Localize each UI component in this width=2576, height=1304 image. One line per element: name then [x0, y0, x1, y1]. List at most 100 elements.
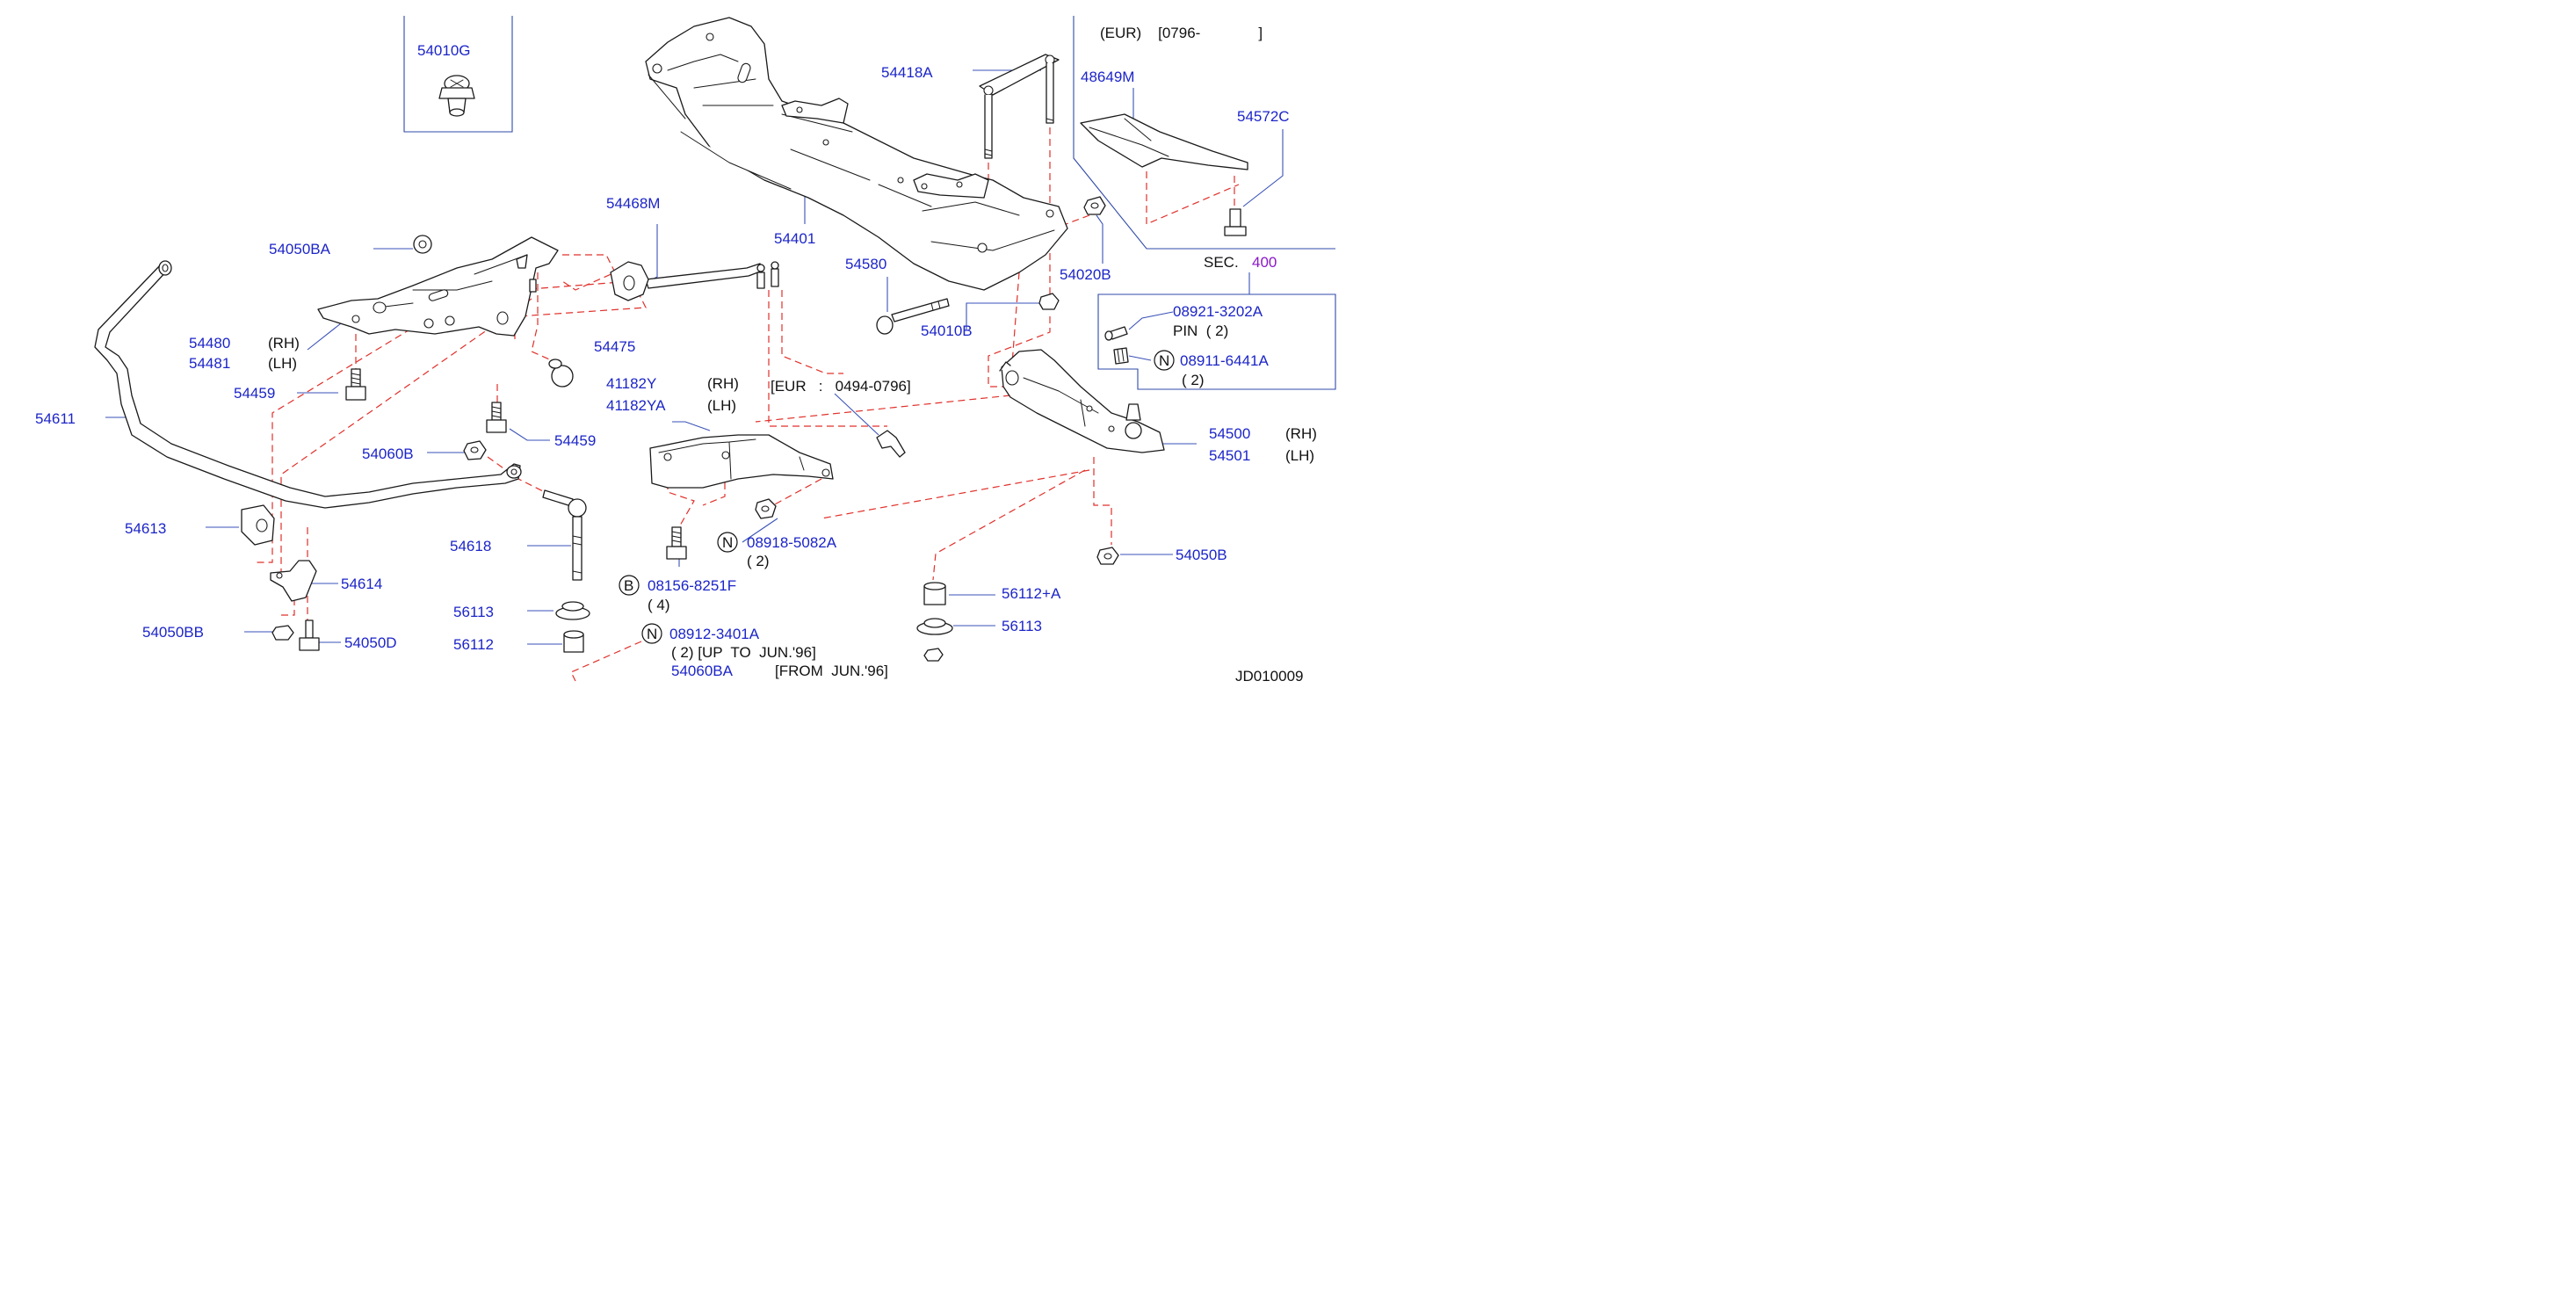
diagram-id: JD010009: [1235, 668, 1304, 685]
label-54468M[interactable]: 54468M: [606, 195, 660, 212]
label-54614[interactable]: 54614: [341, 576, 382, 592]
inset-frame-54010G: [403, 16, 513, 133]
note-from-jun96: [FROM JUN.'96]: [775, 663, 888, 679]
exploded-parts-diagram: N B N N 54010G (EUR) [0796- ] 54418A 486…: [35, 16, 1336, 685]
label-48649M[interactable]: 48649M: [1081, 69, 1134, 85]
marker-b-08156: B: [619, 575, 640, 596]
marker-n-letter: N: [647, 626, 657, 642]
note-qty-08156: ( 4): [648, 597, 670, 613]
stabilizer-bar-54611[interactable]: [94, 260, 522, 509]
link-sec-400[interactable]: 400: [1252, 254, 1277, 271]
label-54618[interactable]: 54618: [450, 538, 491, 554]
marker-b-letter: B: [624, 577, 633, 594]
marker-n-08918: N: [717, 532, 738, 553]
label-54060BA[interactable]: 54060BA: [671, 663, 734, 679]
rubber-56113-left[interactable]: [555, 601, 590, 620]
label-54481[interactable]: 54481: [189, 355, 230, 372]
nut-lower-right[interactable]: [923, 648, 944, 662]
stud-bracket-54418A[interactable]: [979, 54, 1060, 159]
label-54459-upper[interactable]: 54459: [234, 385, 275, 402]
label-54611[interactable]: 54611: [35, 410, 76, 427]
label-54580[interactable]: 54580: [845, 256, 886, 272]
clip-54010G[interactable]: [438, 75, 475, 117]
bracket-48649M[interactable]: [1080, 113, 1248, 170]
nut-54010B[interactable]: [1038, 293, 1060, 310]
nut-08911-6441A[interactable]: [1113, 347, 1129, 365]
note-qty-08912: ( 2) [UP TO JUN.'96]: [671, 644, 816, 661]
crossmember-54401[interactable]: [645, 17, 1068, 291]
bracket-54480-54481[interactable]: [317, 236, 559, 337]
marker-n-08911: N: [1154, 350, 1175, 371]
label-56113-right[interactable]: 56113: [1002, 618, 1042, 634]
clamp-54614[interactable]: [270, 560, 317, 602]
note-qty-08918: ( 2): [747, 553, 770, 569]
label-08918-5082A[interactable]: 08918-5082A: [747, 534, 837, 551]
nut-54050B[interactable]: [1096, 547, 1119, 565]
label-08921-3202A[interactable]: 08921-3202A: [1173, 303, 1263, 320]
tension-rod-54468M[interactable]: [610, 261, 779, 301]
note-sec-label: SEC.: [1204, 254, 1239, 271]
label-54050BA[interactable]: 54050BA: [269, 241, 331, 257]
pin-08921-3202A[interactable]: [1104, 326, 1128, 341]
label-54475[interactable]: 54475: [594, 338, 635, 355]
bushing-54050BA[interactable]: [413, 235, 432, 254]
inset-frame-sec400: [1097, 272, 1336, 390]
label-54500[interactable]: 54500: [1209, 425, 1250, 442]
note-lh-41182YA: (LH): [707, 397, 736, 414]
note-qty-08911: ( 2): [1182, 372, 1205, 388]
note-rh-54480: (RH): [268, 335, 300, 351]
note-rh-54500: (RH): [1285, 425, 1317, 442]
inset-frame-eur: [1073, 16, 1335, 250]
label-54418A[interactable]: 54418A: [881, 64, 933, 81]
label-54020B[interactable]: 54020B: [1060, 266, 1111, 283]
label-56112A[interactable]: 56112+A: [1002, 585, 1061, 602]
bolt-08156-8251F[interactable]: [666, 526, 687, 560]
bolt-54459-upper[interactable]: [345, 368, 366, 401]
bushing-54613[interactable]: [241, 504, 275, 546]
note-eur-0494: [EUR : 0494-0796]: [771, 378, 911, 395]
clip-eur-part[interactable]: [876, 430, 906, 458]
bolt-54580[interactable]: [876, 298, 950, 335]
bushing-56112-left[interactable]: [563, 630, 584, 653]
label-08156-8251F[interactable]: 08156-8251F: [648, 577, 736, 594]
label-54050D[interactable]: 54050D: [344, 634, 397, 651]
note-eur-range: (EUR) [0796- ]: [1100, 25, 1263, 41]
bushing-54475[interactable]: [548, 359, 574, 388]
leader-lines: [105, 69, 1284, 645]
note-rh-41182Y: (RH): [707, 375, 739, 392]
label-54480[interactable]: 54480: [189, 335, 230, 351]
bolt-54572C[interactable]: [1224, 208, 1247, 236]
nut-54050BB[interactable]: [271, 625, 294, 641]
label-54501[interactable]: 54501: [1209, 447, 1250, 464]
nut-54060B[interactable]: [463, 440, 487, 460]
bolt-54459-lower[interactable]: [486, 402, 507, 433]
transverse-link-54500-54501[interactable]: [999, 349, 1165, 453]
stabilizer-link-54618[interactable]: [542, 489, 587, 581]
label-56112-left[interactable]: 56112: [453, 636, 494, 653]
label-56113-left[interactable]: 56113: [453, 604, 494, 620]
nut-08918-5082A[interactable]: [755, 498, 777, 519]
label-54613[interactable]: 54613: [125, 520, 166, 537]
label-54572C[interactable]: 54572C: [1237, 108, 1290, 125]
marker-n-08912: N: [641, 623, 662, 644]
label-54060B[interactable]: 54060B: [362, 446, 414, 462]
label-54050B[interactable]: 54050B: [1176, 547, 1227, 563]
label-41182Y[interactable]: 41182Y: [606, 375, 656, 392]
label-54010B[interactable]: 54010B: [921, 322, 973, 339]
bushing-56112A[interactable]: [923, 582, 946, 605]
label-41182YA[interactable]: 41182YA: [606, 397, 666, 414]
note-lh-54481: (LH): [268, 355, 297, 372]
label-54401[interactable]: 54401: [774, 230, 815, 247]
insulator-41182Y-41182YA[interactable]: [649, 434, 834, 489]
labels: 54010G (EUR) [0796- ] 54418A 48649M 5457…: [35, 25, 1317, 685]
label-54459-lower[interactable]: 54459: [554, 432, 596, 449]
label-08912-3401A[interactable]: 08912-3401A: [669, 626, 760, 642]
label-54010G[interactable]: 54010G: [417, 42, 471, 59]
note-pin-qty: PIN ( 2): [1173, 322, 1228, 339]
rubber-56113-right[interactable]: [916, 618, 953, 635]
bolt-54050D[interactable]: [299, 619, 320, 651]
nut-54020B[interactable]: [1083, 196, 1106, 215]
label-54050BB[interactable]: 54050BB: [142, 624, 204, 641]
label-08911-6441A[interactable]: 08911-6441A: [1180, 352, 1269, 369]
marker-n-letter: N: [722, 534, 733, 551]
